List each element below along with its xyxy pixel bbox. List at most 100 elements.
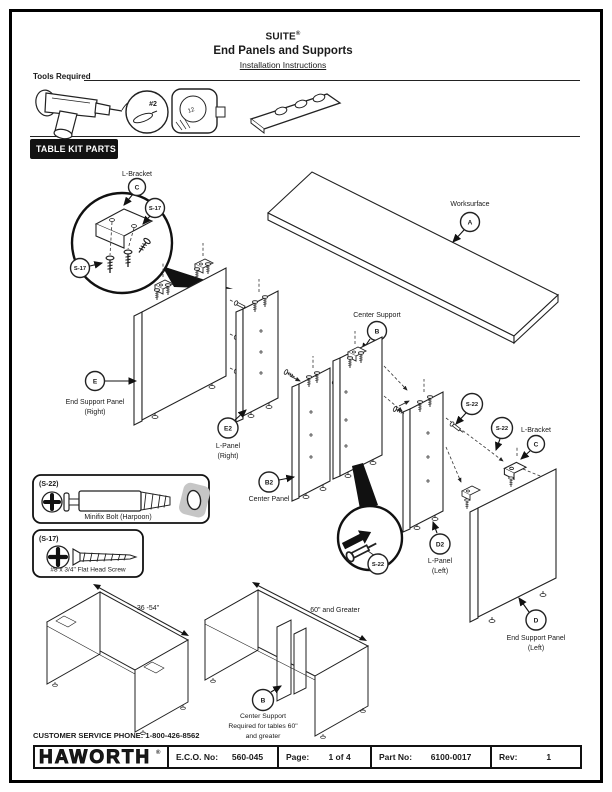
panel-b2-label: Center Panel <box>249 496 290 503</box>
rev-value: 1 <box>546 752 552 762</box>
s17-box-code: (S-17) <box>39 536 58 543</box>
drill-bit-size: #2 <box>149 101 157 108</box>
large-table-dimension: 60" and Greater <box>252 582 367 641</box>
table-kit-parts-banner: TABLE KIT PARTS <box>30 139 118 159</box>
tools-rule <box>84 80 580 81</box>
hardware-box-s17: (S-17) #8 x 3/4" Flat Head Screw <box>32 529 144 578</box>
callout-d2: D2 <box>429 520 451 555</box>
small-table-dimension: 36 -54" <box>93 584 189 636</box>
tape-measure-icon <box>171 88 226 134</box>
l-bracket-top-label: L-Bracket <box>122 171 152 178</box>
svg-text:S-17: S-17 <box>149 206 161 212</box>
l-bracket-right-label: L-Bracket <box>521 427 551 434</box>
svg-text:S-22: S-22 <box>496 426 508 432</box>
large-table-range: 60" and Greater <box>310 607 360 614</box>
panel-d-label-2: (Left) <box>528 645 544 652</box>
eco-label: E.C.O. No: <box>176 752 219 762</box>
svg-text:D2: D2 <box>436 542 445 549</box>
phillips-head-icon <box>46 545 70 569</box>
panel-e-drawing <box>133 243 227 426</box>
panel-d2-drawing <box>392 379 444 533</box>
panel-e2-drawing <box>235 279 279 423</box>
level-icon <box>249 93 342 135</box>
svg-text:D: D <box>534 618 539 625</box>
panel-e2-label-1: L-Panel <box>216 443 241 450</box>
worksurface-label: Worksurface <box>450 201 489 208</box>
svg-text:E: E <box>93 379 98 386</box>
customer-service-phone: CUSTOMER SERVICE PHONE: 1-800-426-8562 <box>33 731 200 740</box>
svg-text:E2: E2 <box>224 426 232 433</box>
footer-page-cell: Page: 1 of 4 <box>277 747 370 767</box>
callout-c-right: C <box>520 434 546 460</box>
svg-text:S-17: S-17 <box>74 266 86 272</box>
panel-d-label-1: End Support Panel <box>507 635 566 642</box>
panel-e2-label-2: (Right) <box>217 453 238 460</box>
small-table-range: 36 -54" <box>137 605 160 612</box>
phillips-head-icon <box>41 491 63 513</box>
b-to-d2-fasteners <box>383 365 408 412</box>
callout-s17-a: S-17 <box>142 197 166 225</box>
cam-lock-icon <box>179 482 210 518</box>
page-border <box>9 9 603 783</box>
panel-d2-label-2: (Left) <box>432 568 448 575</box>
minifix-detail-magnifier <box>336 463 404 572</box>
center-support-label: Center Support <box>353 312 401 319</box>
svg-text:B: B <box>375 329 380 336</box>
part-value: 6100-0017 <box>430 752 472 762</box>
callout-s22-b: S-22 <box>490 416 514 452</box>
svg-text:C: C <box>534 442 539 449</box>
callout-c-top: C <box>123 177 147 206</box>
svg-text:A: A <box>468 220 473 227</box>
page-subtitle: Installation Instructions <box>239 60 327 70</box>
panel-b2-drawing <box>283 356 349 502</box>
product-name: SUITE® <box>0 31 566 42</box>
footer-eco-cell: E.C.O. No: 560-045 <box>167 747 277 767</box>
drill-bit-callout: #2 <box>125 90 169 134</box>
panel-e-label-2: (Right) <box>84 409 105 416</box>
panel-d-drawing <box>469 468 557 623</box>
eco-value: 560-045 <box>231 752 264 762</box>
s22-box-label: Minifix Bolt (Harpoon) <box>84 514 151 521</box>
page-value: 1 of 4 <box>328 752 351 762</box>
footer-rev-cell: Rev: 1 <box>490 747 580 767</box>
svg-text:S-22: S-22 <box>372 562 384 568</box>
tools-required-label: Tools Required <box>33 72 91 81</box>
part-label: Part No: <box>379 752 413 762</box>
callout-s17-b: S-17 <box>69 257 104 279</box>
page-label: Page: <box>286 752 310 762</box>
callout-e2: E2 <box>217 409 247 439</box>
section-divider <box>30 136 580 137</box>
center-support-note-3: and greater <box>246 733 282 740</box>
flat-head-screw-drawing <box>72 548 138 566</box>
panel-b-drawing <box>332 331 383 480</box>
registered-mark: ® <box>295 31 301 37</box>
callout-s22-magnifier: S-22 <box>367 553 389 575</box>
footer-part-cell: Part No: 6100-0017 <box>370 747 490 767</box>
haworth-logo: HAWORTH ® <box>35 747 167 769</box>
svg-text:C: C <box>135 185 140 192</box>
callout-s22-a: S-22 <box>455 392 484 425</box>
minifix-bolt-drawing <box>63 490 171 512</box>
panel-d2-label-1: L-Panel <box>428 558 453 565</box>
product-text: SUITE <box>265 31 296 43</box>
callout-b2: B2 <box>258 471 296 493</box>
panel-e-label-1: End Support Panel <box>66 399 125 406</box>
hardware-box-s22: (S-22) Minifix Bolt (Harpoon) <box>32 474 210 524</box>
callout-e: E <box>84 370 138 392</box>
svg-text:S-22: S-22 <box>466 402 478 408</box>
page-title: End Panels and Supports <box>213 45 353 57</box>
callout-a: A <box>452 211 481 243</box>
rev-label: Rev: <box>499 752 518 762</box>
svg-text:B: B <box>261 698 266 705</box>
haworth-logo-reg: ® <box>156 749 161 756</box>
tape-measure-label: 12 <box>187 107 196 115</box>
haworth-logo-text: HAWORTH <box>39 747 151 768</box>
s17-box-label: #8 x 3/4" Flat Head Screw <box>50 567 126 574</box>
worksurface-drawing <box>267 171 559 345</box>
small-table-diagram <box>45 591 190 735</box>
center-support-note-2: Required for tables 60" <box>228 723 298 730</box>
right-bracket-fasteners <box>445 417 546 510</box>
s22-box-code: (S-22) <box>39 481 58 488</box>
